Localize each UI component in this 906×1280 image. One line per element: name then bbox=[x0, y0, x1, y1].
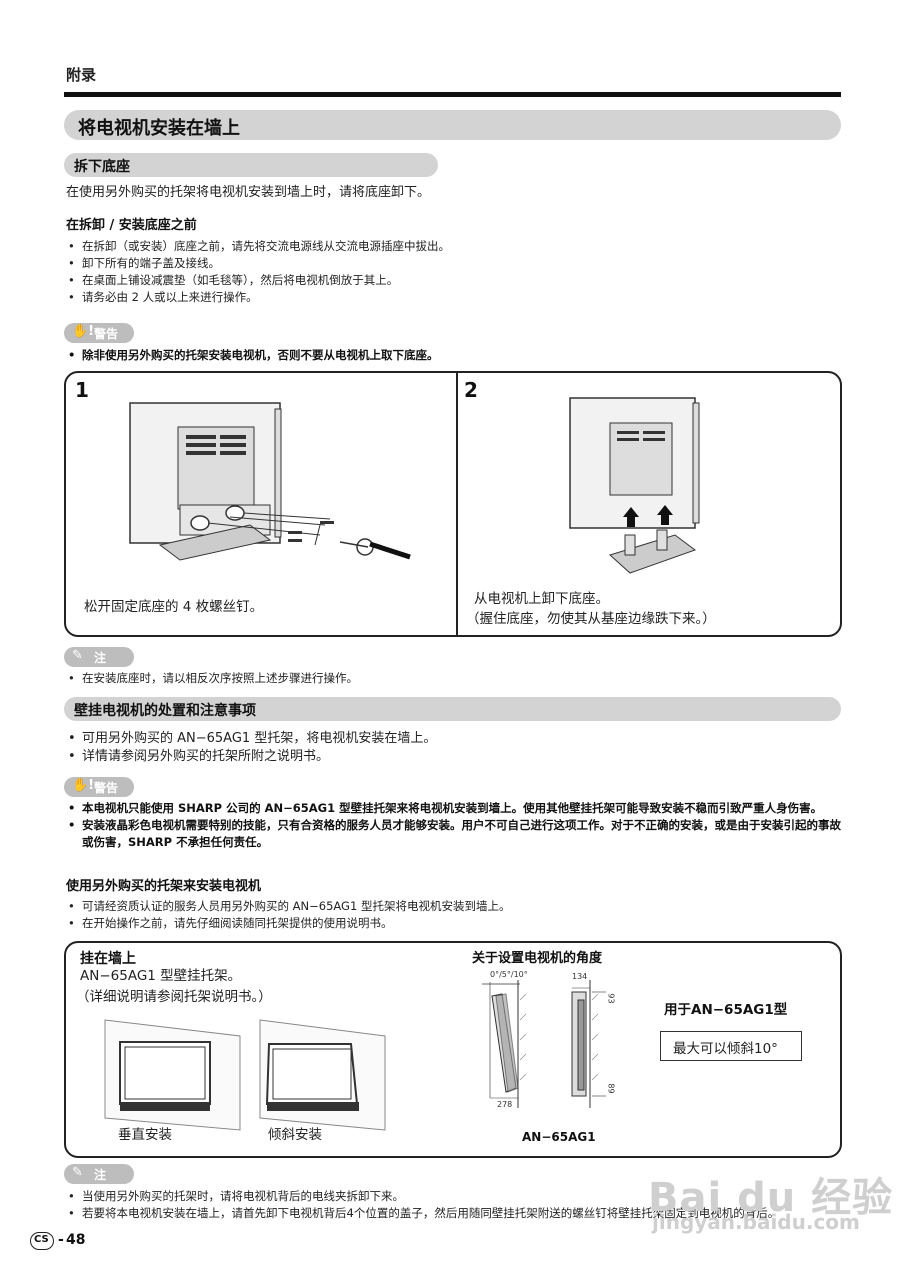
hang-line-1: AN−65AG1 型壁挂托架。 bbox=[80, 968, 242, 984]
warning-item: 除非使用另外购买的托架安装电视机，否则不要从电视机上取下底座。 bbox=[66, 347, 836, 364]
list-item: 详情请参阅另外购买的托架所附之说明书。 bbox=[66, 748, 826, 766]
tilt-mount-illustration bbox=[259, 1019, 386, 1131]
subsection-bar-wall-mount: 壁挂电视机的处置和注意事项 bbox=[64, 697, 841, 721]
page-number-dash: - bbox=[58, 1232, 64, 1248]
intro-text: 在使用另外购买的托架将电视机安装到墙上时，请将底座卸下。 bbox=[66, 185, 431, 200]
bracket-heading: 使用另外购买的托架来安装电视机 bbox=[66, 879, 262, 894]
list-item: 可请经资质认证的服务人员用另外购买的 AN−65AG1 型托架将电视机安装到墙上… bbox=[66, 898, 836, 915]
warning-item: 安装液晶彩色电视机需要特别的技能，只有合资格的服务人员才能够安装。用户不可自己进… bbox=[66, 817, 841, 851]
max-tilt-box: 最大可以倾斜10° bbox=[660, 1031, 802, 1061]
hang-line-2: （详细说明请参阅托架说明书。） bbox=[76, 989, 272, 1005]
step-2-caption: 从电视机上卸下底座。 bbox=[474, 591, 609, 607]
list-item: 在拆卸（或安装）底座之前，请先将交流电源线从交流电源插座中拔出。 bbox=[66, 238, 826, 255]
note-label: 注 bbox=[94, 651, 107, 665]
subsection-bar-remove-stand: 拆下底座 bbox=[64, 153, 438, 177]
hand-warning-icon: ✋! bbox=[72, 324, 95, 339]
note-label: 注 bbox=[94, 1168, 107, 1182]
angle-title: 关于设置电视机的角度 bbox=[472, 951, 603, 966]
paperclip-icon: ✎ bbox=[72, 648, 83, 663]
note-badge: ✎ 注 bbox=[64, 1164, 134, 1184]
warning-label: 警告 bbox=[94, 327, 119, 341]
watermark-url: jingyan.baidu.com bbox=[652, 1210, 860, 1234]
note-badge: ✎ 注 bbox=[64, 647, 134, 667]
page-number: 48 bbox=[66, 1232, 86, 1248]
step-number: 1 bbox=[75, 378, 89, 402]
subsection-title: 壁挂电视机的处置和注意事项 bbox=[74, 703, 256, 719]
wall-note-list: 当使用另外购买的托架时，请将电视机背后的电线夹拆卸下来。 若要将本电视机安装在墙… bbox=[66, 1188, 846, 1222]
vertical-mount-label: 垂直安装 bbox=[118, 1127, 172, 1143]
list-item: 可用另外购买的 AN−65AG1 型托架，将电视机安装在墙上。 bbox=[66, 730, 826, 748]
hand-warning-icon: ✋! bbox=[72, 778, 95, 793]
main-title-bar: 将电视机安装在墙上 bbox=[64, 110, 841, 140]
warning-badge: ✋! 警告 bbox=[64, 777, 134, 797]
bracket-list: 可请经资质认证的服务人员用另外购买的 AN−65AG1 型托架将电视机安装到墙上… bbox=[66, 898, 836, 932]
model-label: AN−65AG1 bbox=[522, 1130, 596, 1144]
tilt-mount-label: 倾斜安装 bbox=[268, 1127, 322, 1143]
subsection-title: 拆下底座 bbox=[74, 159, 130, 175]
note-list: 在安装底座时，请以相反次序按照上述步骤进行操作。 bbox=[66, 670, 826, 687]
warning-label: 警告 bbox=[94, 781, 119, 795]
before-list: 在拆卸（或安装）底座之前，请先将交流电源线从交流电源插座中拔出。 卸下所有的端子… bbox=[66, 238, 826, 306]
warning-list: 除非使用另外购买的托架安装电视机，否则不要从电视机上取下底座。 bbox=[66, 347, 836, 364]
vertical-mount-illustration bbox=[104, 1019, 241, 1131]
step-2-caption-note: （握住底座，勿使其从基座边缘跌下来。） bbox=[466, 611, 716, 627]
language-code: CS bbox=[34, 1234, 49, 1245]
before-heading: 在拆卸 / 安装底座之前 bbox=[66, 218, 197, 233]
list-item: 卸下所有的端子盖及接线。 bbox=[66, 255, 826, 272]
list-item: 在开始操作之前，请先仔细阅读随同托架提供的使用说明书。 bbox=[66, 915, 836, 932]
list-item: 请务必由 2 人或以上来进行操作。 bbox=[66, 289, 826, 306]
page-title: 将电视机安装在墙上 bbox=[78, 118, 240, 139]
note-item: 当使用另外购买的托架时，请将电视机背后的电线夹拆卸下来。 bbox=[66, 1188, 846, 1205]
list-item: 在桌面上铺设减震垫（如毛毯等），然后将电视机倒放于其上。 bbox=[66, 272, 826, 289]
note-item: 在安装底座时，请以相反次序按照上述步骤进行操作。 bbox=[66, 670, 826, 687]
step-1-caption: 松开固定底座的 4 枚螺丝钉。 bbox=[84, 599, 264, 615]
max-tilt-text: 最大可以倾斜10° bbox=[673, 1041, 778, 1057]
step-number: 2 bbox=[464, 378, 478, 402]
header-rule bbox=[64, 92, 841, 97]
warning-item: 本电视机只能使用 SHARP 公司的 AN−65AG1 型壁挂托架来将电视机安装… bbox=[66, 800, 841, 817]
hang-title: 挂在墙上 bbox=[80, 951, 136, 967]
angle-diagram bbox=[482, 980, 606, 1108]
watermark-logo: Bai du 经验 bbox=[648, 1175, 894, 1221]
note-item: 若要将本电视机安装在墙上，请首先卸下电视机背后4个位置的盖子，然后用随同壁挂托架… bbox=[66, 1205, 846, 1222]
section-header: 附录 bbox=[66, 66, 97, 84]
wall-mount-list: 可用另外购买的 AN−65AG1 型托架，将电视机安装在墙上。 详情请参阅另外购… bbox=[66, 730, 826, 766]
tv-back-remove-stand-illustration bbox=[569, 397, 700, 574]
wall-warning-list: 本电视机只能使用 SHARP 公司的 AN−65AG1 型壁挂托架来将电视机安装… bbox=[66, 800, 841, 851]
dimension-134: 134 bbox=[572, 972, 588, 981]
steps-divider bbox=[456, 373, 458, 635]
dimension-278: 278 bbox=[497, 1100, 513, 1109]
warning-badge: ✋! 警告 bbox=[64, 323, 134, 343]
angle-values: 0°/5°/10° bbox=[490, 970, 528, 979]
for-model-label: 用于AN−65AG1型 bbox=[664, 1002, 788, 1018]
tv-back-unscrew-illustration bbox=[129, 402, 411, 561]
language-badge: CS bbox=[30, 1232, 54, 1250]
paperclip-icon: ✎ bbox=[72, 1165, 83, 1180]
